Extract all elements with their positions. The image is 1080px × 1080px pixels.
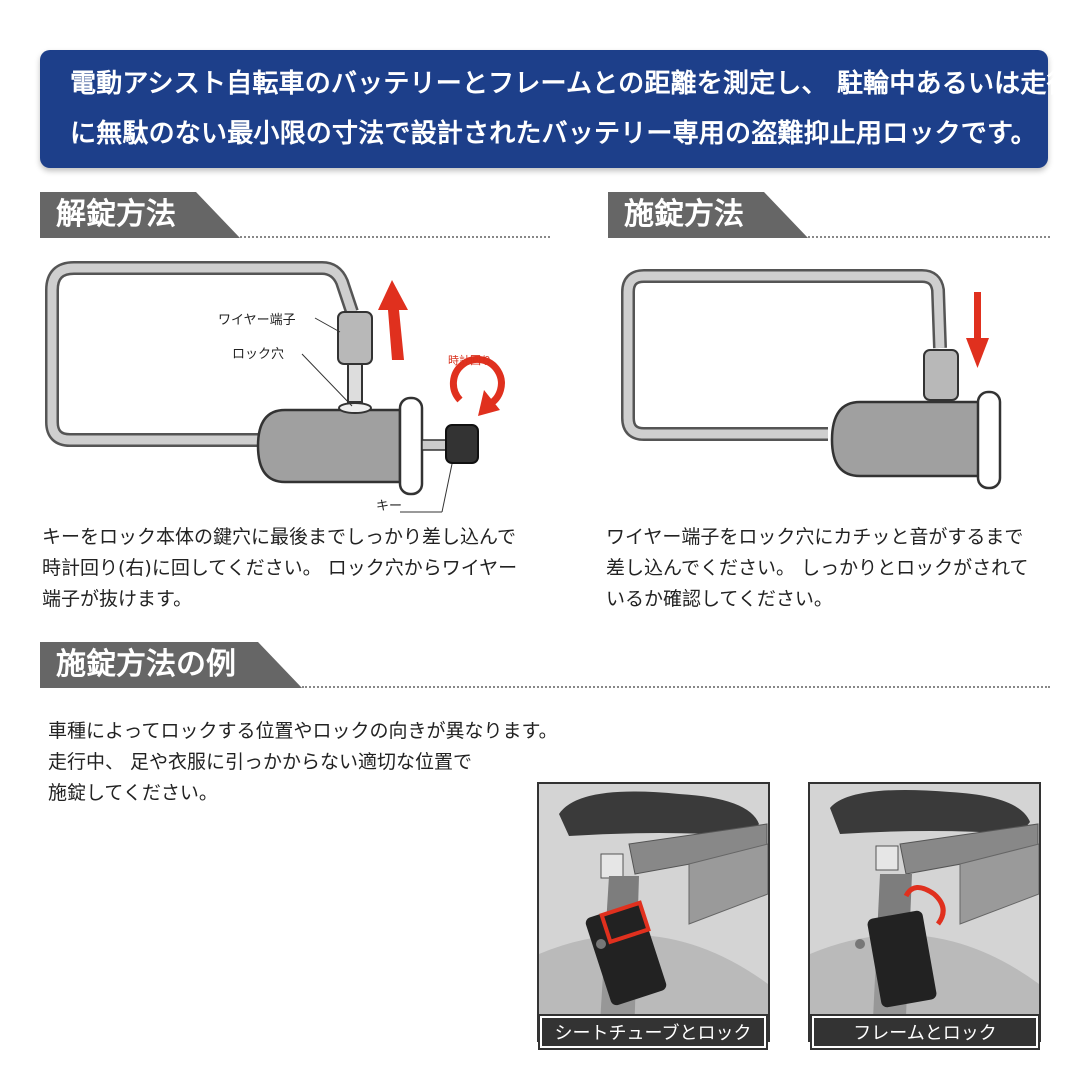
key-icon	[445, 424, 479, 464]
up-arrow-icon	[378, 280, 408, 360]
examples-divider	[302, 686, 1050, 688]
down-arrow-icon	[966, 338, 989, 368]
intro-line-1: 電動アシスト自転車のバッテリーとフレームとの距離を測定し、 駐輪中あるいは走行中	[70, 69, 1080, 99]
lock-title: 施錠方法	[608, 192, 808, 238]
lock-diagram	[621, 269, 1002, 490]
label-wire-terminal: ワイヤー端子	[218, 313, 296, 328]
label-lock-hole: ロック穴	[232, 347, 284, 362]
unlock-diagram: ワイヤー端子 ロック穴 時計回り キー	[45, 261, 505, 514]
unlock-divider	[240, 236, 550, 238]
unlock-line-3: 端子が抜けます。	[42, 588, 193, 610]
unlock-title: 解錠方法	[40, 192, 240, 238]
seat-tube-illustration	[539, 784, 768, 1040]
examples-instructions: 車種によってロックする位置やロックの向きが異なります。 走行中、 足や衣服に引っ…	[48, 716, 558, 809]
clockwise-arrow-icon	[449, 355, 505, 409]
unlock-line-1: キーをロック本体の鍵穴に最後までしっかり差し込んで	[42, 526, 517, 548]
lock-body-shape	[256, 408, 402, 484]
wire-terminal-shape	[337, 311, 373, 365]
photo-frame	[808, 782, 1041, 1042]
examples-line-2: 走行中、 足や衣服に引っかからない適切な位置で	[48, 751, 473, 773]
unlock-line-2: 時計回り(右)に回してください。 ロック穴からワイヤー	[42, 557, 518, 579]
unlock-section-header: 解錠方法	[40, 192, 550, 238]
label-key: キー	[376, 499, 402, 514]
label-clockwise: 時計回り	[448, 353, 492, 367]
intro-line-2: に無駄のない最小限の寸法で設計されたバッテリー専用の盗難抑止用ロックです。	[70, 119, 1037, 149]
frame-illustration	[810, 784, 1039, 1040]
photo-frame-label: フレームとロック	[810, 1014, 1040, 1050]
wire-terminal-locked-shape	[923, 349, 959, 401]
photo-seat-tube-label: シートチューブとロック	[538, 1014, 768, 1050]
examples-line-1: 車種によってロックする位置やロックの向きが異なります。	[48, 720, 558, 742]
unlock-instructions: キーをロック本体の鍵穴に最後までしっかり差し込んで 時計回り(右)に回してくださ…	[42, 522, 517, 615]
photo-seat-tube	[537, 782, 770, 1042]
examples-section-header: 施錠方法の例	[40, 642, 1050, 688]
examples-line-3: 施錠してください。	[48, 782, 218, 804]
lock-instructions: ワイヤー端子をロック穴にカチッと音がするまで 差し込んでください。 しっかりとロ…	[606, 522, 1029, 615]
lock-divider	[808, 236, 1050, 238]
lock-line-1: ワイヤー端子をロック穴にカチッと音がするまで	[606, 526, 1024, 548]
lock-body-locked-shape	[830, 400, 982, 478]
lock-section-header: 施錠方法	[608, 192, 1050, 238]
intro-banner: 電動アシスト自転車のバッテリーとフレームとの距離を測定し、 駐輪中あるいは走行中…	[40, 50, 1080, 168]
lock-line-2: 差し込んでください。 しっかりとロックがされて	[606, 557, 1029, 579]
lock-line-3: いるか確認してください。	[606, 588, 833, 610]
examples-title: 施錠方法の例	[40, 642, 302, 688]
